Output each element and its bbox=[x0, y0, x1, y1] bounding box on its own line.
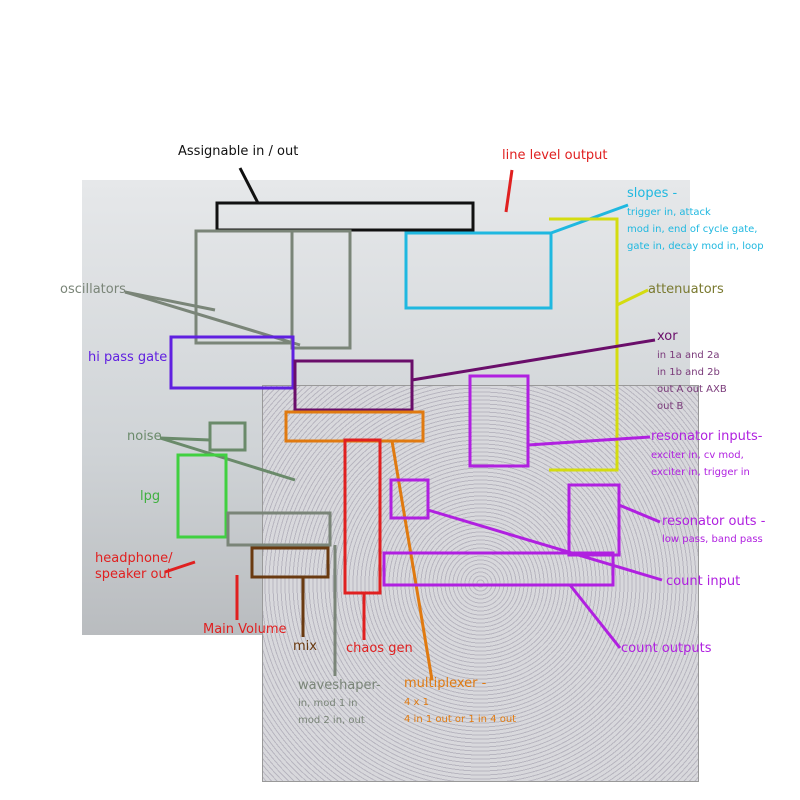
resonator-inputs-sub-line: exciter in, trigger in bbox=[651, 467, 750, 478]
chaos-gen-label: chaos gen bbox=[346, 641, 413, 656]
headphone-line: headphone/ bbox=[95, 551, 173, 566]
waveshaper-label: waveshaper- bbox=[298, 678, 381, 693]
xor-sub-line: out A out AXB bbox=[657, 384, 727, 395]
multiplexer-description: 4 x 1 4 in 1 out or 1 in 4 out bbox=[404, 694, 516, 728]
slopes-sub-line: gate in, decay mod in, loop bbox=[627, 241, 764, 252]
multiplexer-sub-line: 4 in 1 out or 1 in 4 out bbox=[404, 714, 517, 725]
noise-box bbox=[208, 421, 247, 452]
slopes-sub-line: mod in, end of cycle gate, bbox=[627, 224, 758, 235]
resonator-inputs-sub-line: exciter in, cv mod, bbox=[651, 450, 744, 461]
resonator-inputs-box bbox=[468, 374, 530, 468]
slopes-box bbox=[404, 231, 553, 310]
xor-description: in 1a and 2a in 1b and 2b out A out AXB out… bbox=[657, 347, 727, 415]
xor-label: xor bbox=[657, 329, 678, 344]
attenuators-label: attenuators bbox=[648, 282, 724, 297]
lpg-box bbox=[176, 453, 228, 539]
slopes-label: slopes - bbox=[627, 186, 678, 201]
waveshaper-sub-line: mod 2 in, out bbox=[298, 715, 365, 726]
waveshaper-sub-line: in, mod 1 in bbox=[298, 698, 358, 709]
noise-label: noise bbox=[127, 429, 162, 444]
resonator-outs-box bbox=[567, 483, 621, 557]
resonator-inputs-label: resonator inputs- bbox=[651, 429, 763, 444]
chaos-gen-box bbox=[343, 438, 382, 595]
resonator-outs-label: resonator outs - bbox=[662, 514, 766, 529]
resonator-outs-description: low pass, band pass bbox=[662, 534, 763, 545]
multiplexer-label: multiplexer - bbox=[404, 676, 487, 691]
multiplexer-sub-line: 4 x 1 bbox=[404, 697, 429, 708]
line-level-pointer bbox=[504, 169, 514, 213]
slopes-description: trigger in, attack mod in, end of cycle g… bbox=[627, 204, 764, 255]
multiplexer-box bbox=[284, 410, 425, 443]
xor-sub-line: out B bbox=[657, 401, 684, 412]
count-input-box bbox=[389, 478, 430, 520]
attenuators-bracket bbox=[549, 217, 619, 472]
main-volume-label: Main Volume bbox=[203, 622, 287, 637]
count-input-label: count input bbox=[666, 574, 741, 589]
resonator-inputs-description: exciter in, cv mod, exciter in, trigger i… bbox=[651, 447, 750, 481]
headphone-pointer bbox=[164, 560, 196, 574]
oscillators-label: oscillators bbox=[60, 282, 126, 297]
mix-label: mix bbox=[293, 639, 317, 654]
xor-sub-line: in 1a and 2a bbox=[657, 350, 720, 361]
lpg-label: lpg bbox=[140, 489, 161, 504]
headphone-label: headphone/speaker out bbox=[95, 551, 173, 583]
slopes-sub-line: trigger in, attack bbox=[627, 207, 711, 218]
oscillators-box-1 bbox=[194, 229, 294, 345]
oscillators-box-2 bbox=[290, 229, 352, 350]
hi-pass-gate-label: hi pass gate bbox=[88, 350, 168, 365]
xor-box bbox=[293, 359, 414, 412]
headphone-line: speaker out bbox=[95, 567, 172, 582]
count-outputs-label: count outputs bbox=[621, 641, 712, 656]
waveshaper-box bbox=[226, 511, 332, 547]
xor-sub-line: in 1b and 2b bbox=[657, 367, 720, 378]
assignable-box bbox=[215, 201, 475, 232]
count-outputs-box bbox=[382, 551, 615, 587]
waveshaper-description: in, mod 1 in mod 2 in, out bbox=[298, 695, 365, 729]
hi-pass-gate-box bbox=[169, 335, 295, 390]
assignable-label: Assignable in / out bbox=[178, 144, 299, 159]
mix-box bbox=[250, 546, 330, 579]
line-level-label: line level output bbox=[502, 148, 608, 163]
